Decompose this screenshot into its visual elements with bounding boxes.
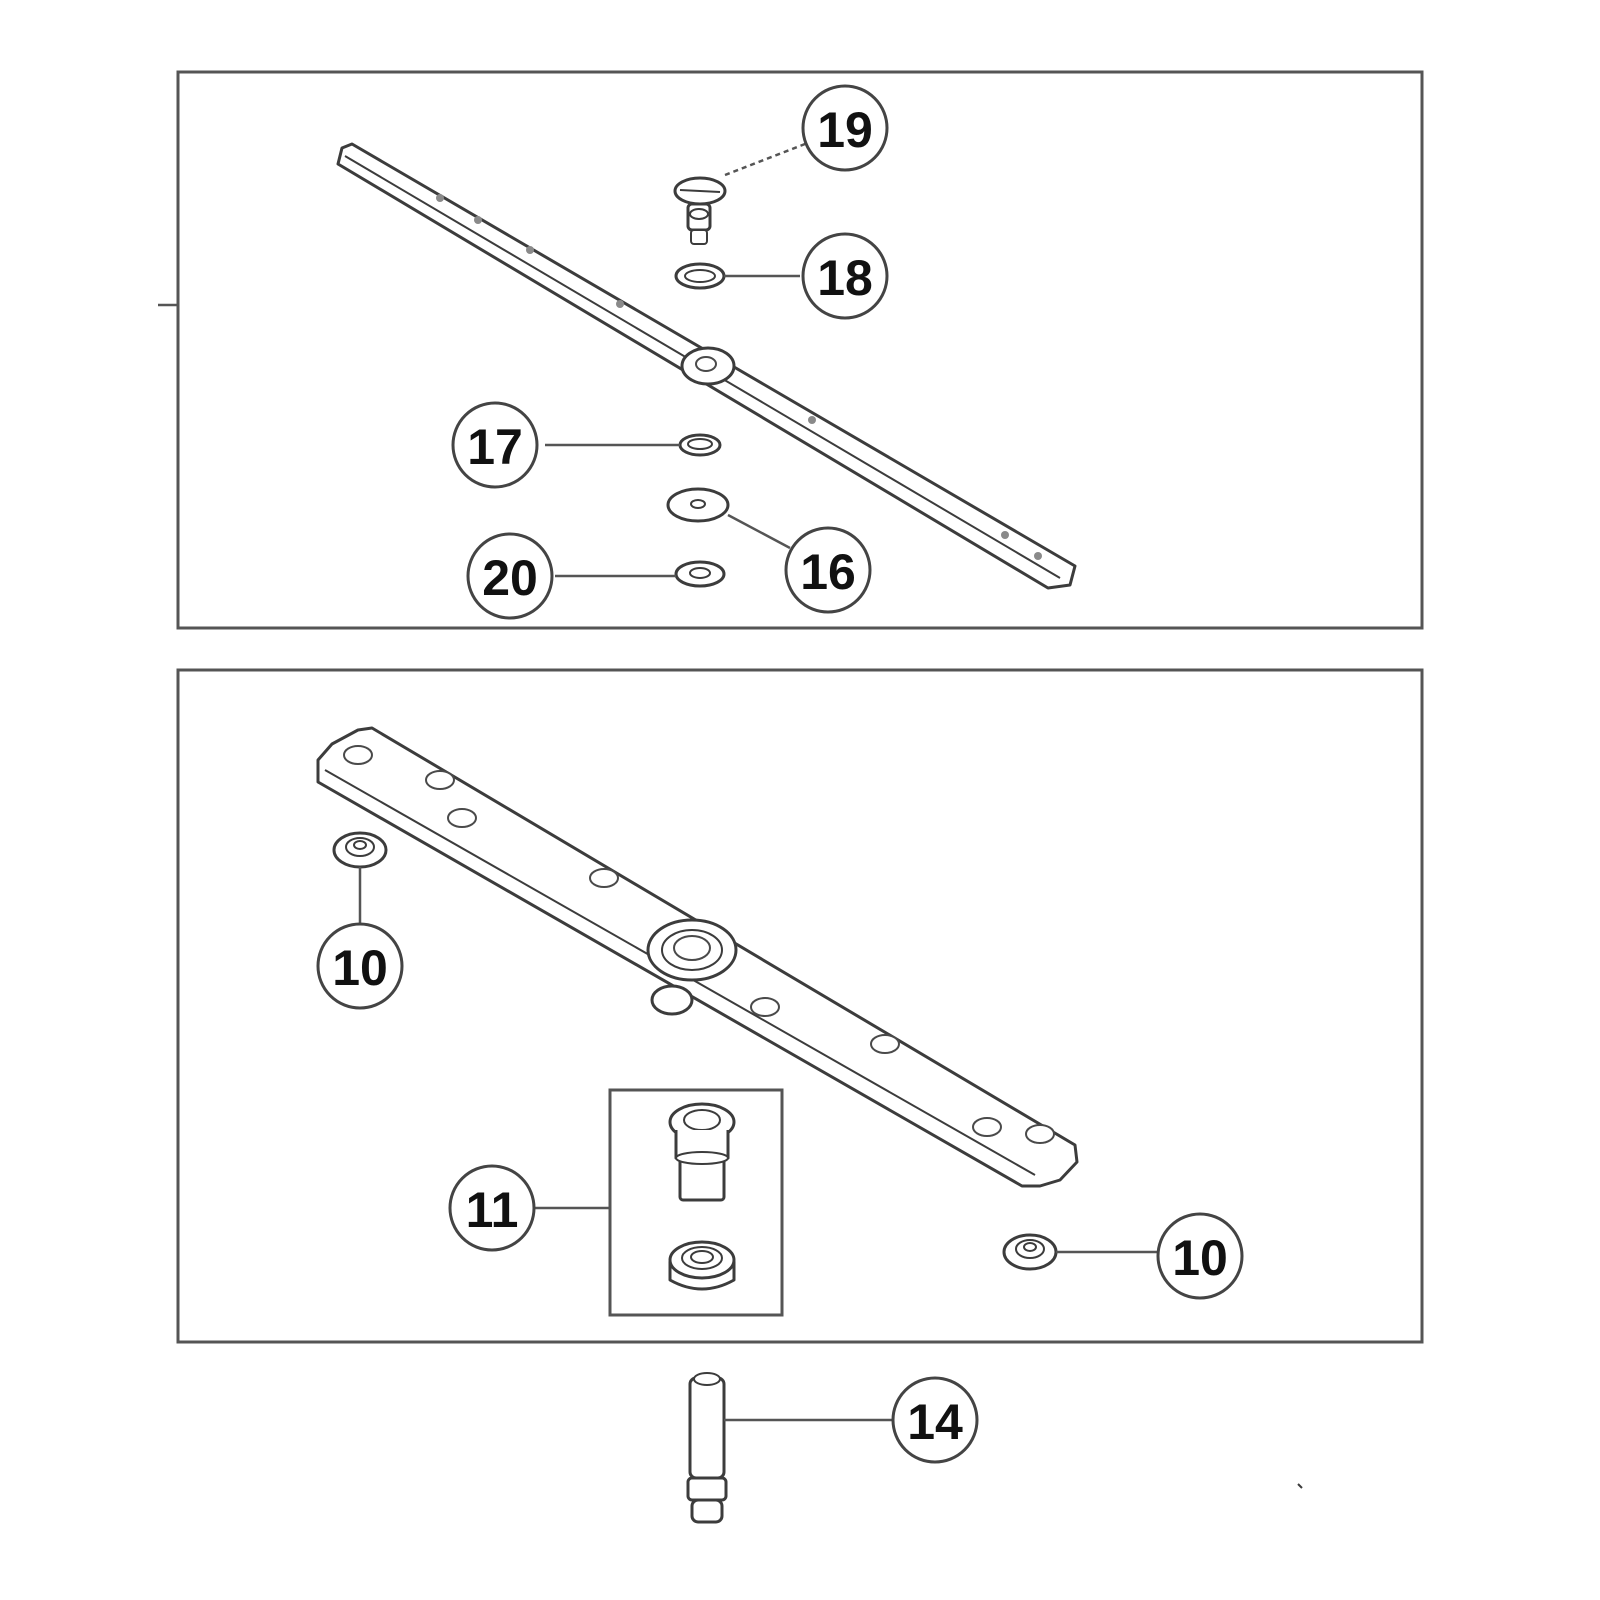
- part-11-bushing-upper: [668, 1102, 736, 1202]
- leader-19: [724, 142, 806, 177]
- speck-mark: [1297, 1483, 1303, 1489]
- part-17-washer: [678, 433, 722, 457]
- callout-17: 17: [451, 401, 539, 489]
- svg-text:11: 11: [466, 1182, 519, 1238]
- callout-18: 18: [801, 232, 889, 320]
- svg-text:19: 19: [817, 102, 873, 158]
- callout-10-right: 10: [1156, 1212, 1244, 1300]
- svg-text:16: 16: [800, 544, 856, 600]
- callout-10-left: 10: [316, 922, 404, 1010]
- leader-16: [727, 513, 791, 550]
- svg-text:14: 14: [907, 1394, 963, 1450]
- part-11-bushing-lower: [668, 1240, 736, 1291]
- callout-14: 14: [891, 1376, 979, 1464]
- upper-spray-arm: [336, 142, 1077, 590]
- part-16-flat-washer: [666, 487, 730, 523]
- callout-19: 19: [801, 84, 889, 172]
- svg-text:18: 18: [817, 250, 873, 306]
- svg-text:20: 20: [482, 550, 538, 606]
- svg-text:17: 17: [467, 419, 523, 475]
- part-10-nut-right: [1002, 1233, 1058, 1271]
- svg-text:10: 10: [332, 940, 388, 996]
- part-14-shaft: [686, 1372, 728, 1524]
- callout-11: 11: [448, 1164, 536, 1252]
- callout-20: 20: [466, 532, 554, 620]
- part-20-washer: [674, 560, 726, 588]
- svg-text:10: 10: [1172, 1230, 1228, 1286]
- part-18-o-ring: [674, 262, 726, 290]
- part-19-screw-cap: [673, 176, 727, 245]
- part-10-nut-left: [332, 831, 388, 869]
- part-11-inset-frame: [608, 1088, 784, 1317]
- lower-panel-frame: [176, 668, 1424, 1344]
- callout-16: 16: [784, 526, 872, 614]
- upper-panel-frame: [176, 70, 1424, 630]
- lower-spray-arm: [316, 726, 1079, 1188]
- lower-arm-hub-base: [650, 984, 694, 1016]
